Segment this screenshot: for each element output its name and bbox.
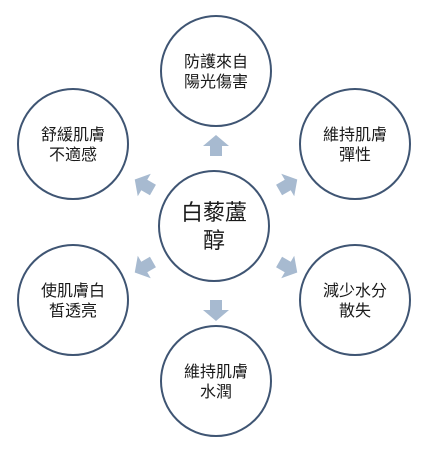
node-label-top-right-line-1: 維持肌膚 (323, 125, 387, 144)
node-label-bottom-line-1: 維持肌膚 (184, 362, 248, 381)
node-label-bottom-left-line-1: 使肌膚白 (41, 281, 105, 300)
node-circle-top-right (299, 88, 411, 200)
arrow-to-top-left (134, 173, 156, 197)
center-label-line-1: 白藜蘆 (181, 201, 247, 226)
node-circle-top-left (17, 88, 129, 200)
node-label-bottom-line-2: 水潤 (200, 382, 232, 401)
node-label-top-left-line-2: 不適感 (49, 145, 97, 164)
arrow-to-bottom (203, 300, 229, 321)
arrows-layer (134, 135, 298, 321)
arrow-to-top-right (276, 173, 298, 197)
node-label-bottom-right-line-2: 散失 (339, 301, 371, 320)
node-circle-top (160, 15, 272, 127)
node-circle-bottom-left (17, 244, 129, 356)
node-circle-bottom-right (299, 244, 411, 356)
node-label-top-left-line-1: 舒緩肌膚 (41, 125, 105, 144)
arrow-to-bottom-right (276, 255, 298, 279)
arrow-to-top (203, 135, 229, 156)
node-label-bottom-left-line-2: 皙透亮 (49, 301, 97, 320)
node-label-bottom-right-line-1: 減少水分 (323, 281, 387, 300)
node-label-top-line-2: 陽光傷害 (184, 72, 248, 91)
node-circle-bottom (160, 325, 272, 437)
node-label-top-right-line-2: 彈性 (339, 145, 371, 164)
center-label-line-2: 醇 (203, 229, 225, 254)
arrow-to-bottom-left (134, 255, 156, 279)
node-label-top-line-1: 防護來自 (184, 52, 248, 71)
center-circle (158, 170, 270, 282)
